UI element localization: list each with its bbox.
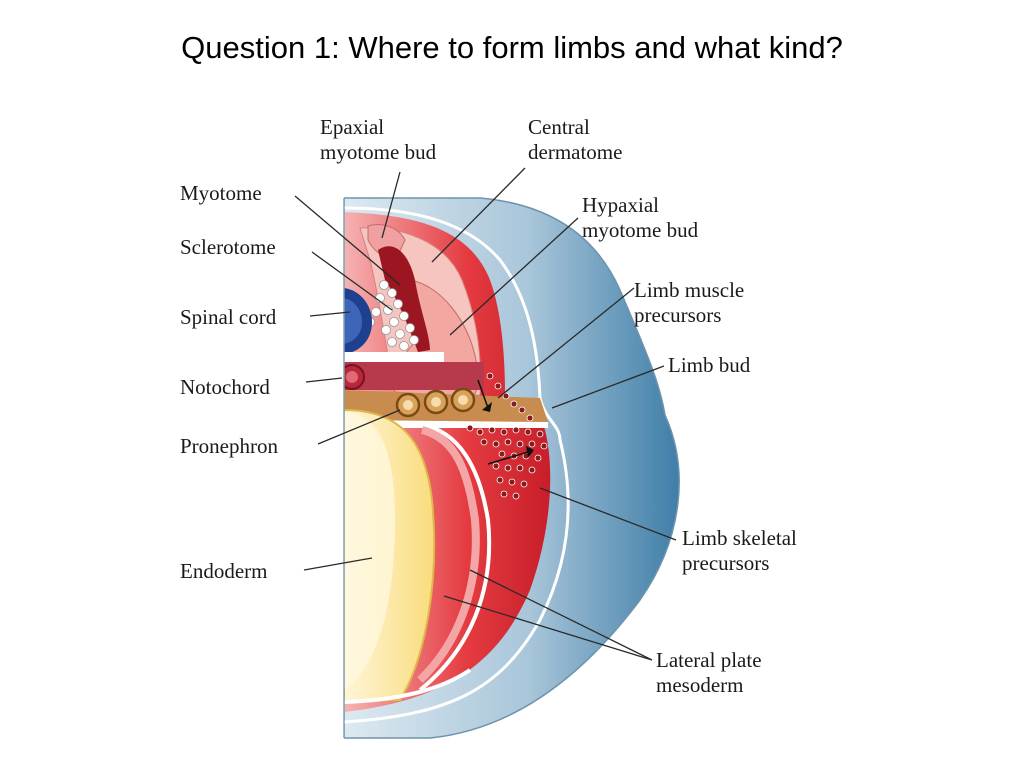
label-central-dermatome: Central dermatome bbox=[528, 115, 622, 164]
leader-lines bbox=[294, 167, 677, 661]
label-endoderm: Endoderm bbox=[180, 559, 267, 583]
label-spinal-cord: Spinal cord bbox=[180, 305, 277, 329]
label-pronephron: Pronephron bbox=[180, 434, 278, 458]
label-hypaxial-myotome-bud: Hypaxial myotome bud bbox=[582, 193, 699, 242]
label-notochord: Notochord bbox=[180, 375, 270, 399]
label-lateral-plate-mesoderm: Lateral plate mesoderm bbox=[656, 648, 767, 697]
label-epaxial-myotome-bud: Epaxial myotome bud bbox=[320, 115, 437, 164]
label-limb-skeletal-precursors: Limb skeletal precursors bbox=[682, 526, 802, 575]
label-myotome: Myotome bbox=[180, 181, 262, 205]
label-limb-muscle-precursors: Limb muscle precursors bbox=[634, 278, 749, 327]
myotome-band bbox=[378, 246, 430, 352]
slide-title: Question 1: Where to form limbs and what… bbox=[181, 30, 843, 65]
label-sclerotome: Sclerotome bbox=[180, 235, 276, 259]
label-limb-bud: Limb bud bbox=[668, 353, 751, 377]
